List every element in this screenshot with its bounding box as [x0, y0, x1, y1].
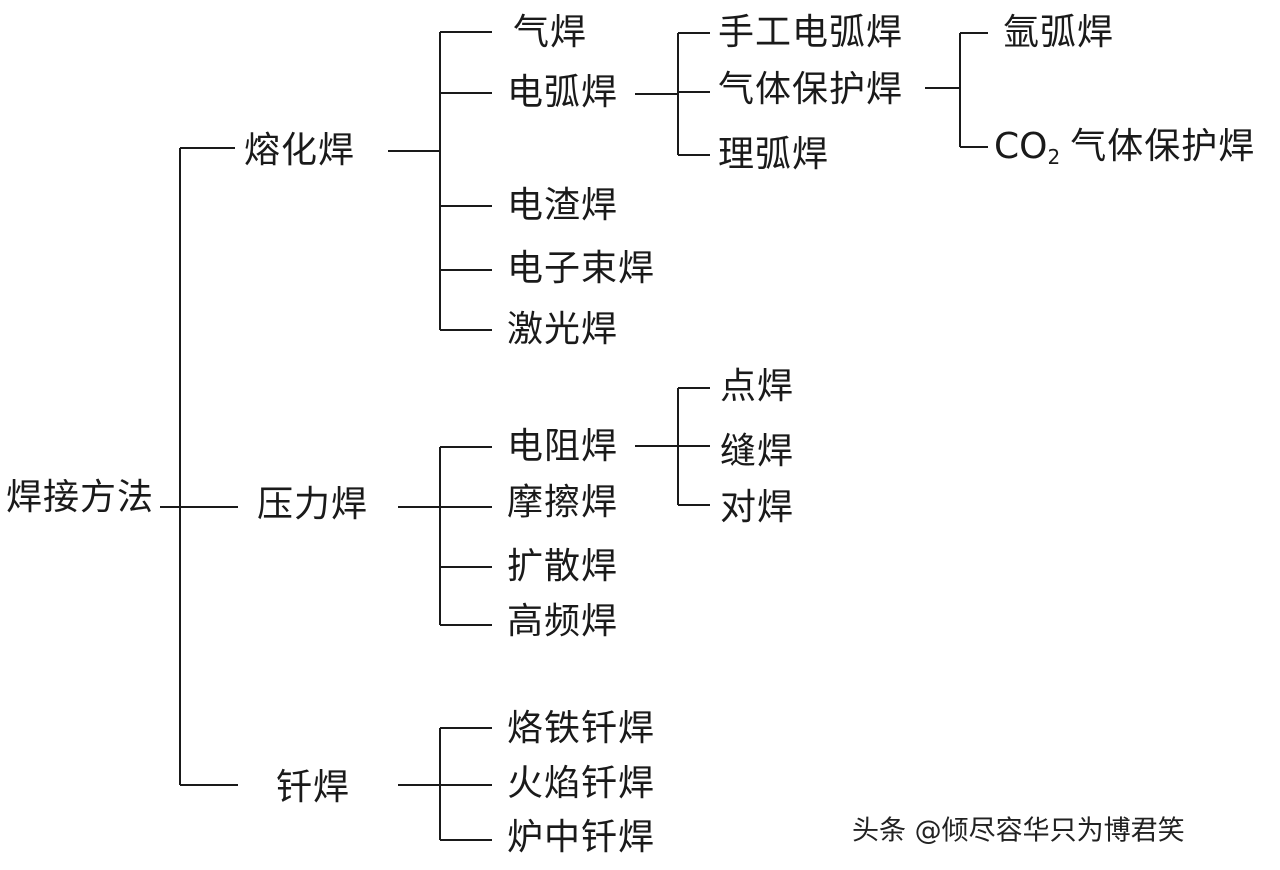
- node-gas-shielded-welding: 气体保护焊: [718, 69, 904, 110]
- node-soldering-iron-brazing: 烙铁钎焊: [507, 708, 656, 749]
- node-submerged-arc-welding: 理弧焊: [718, 134, 830, 175]
- node-argon-arc-welding: 氩弧焊: [1003, 12, 1115, 53]
- co2-suffix: 气体保护焊: [1070, 126, 1256, 167]
- node-fusion-welding: 熔化焊: [244, 130, 356, 171]
- root-node: 焊接方法: [6, 477, 155, 518]
- node-pressure-welding: 压力焊: [257, 484, 369, 525]
- node-diffusion-welding: 扩散焊: [507, 546, 619, 587]
- co2-prefix: CO: [994, 126, 1048, 167]
- co2-subscript: 2: [1047, 145, 1061, 169]
- node-electroslag-welding: 电渣焊: [507, 185, 619, 226]
- node-electron-beam-welding: 电子束焊: [507, 248, 656, 289]
- watermark-text: 头条 @倾尽容华只为博君笑: [852, 815, 1185, 847]
- node-co2-gas-shielded-welding: CO2 气体保护焊: [994, 126, 1256, 169]
- node-high-frequency-welding: 高频焊: [507, 601, 619, 642]
- node-spot-welding: 点焊: [720, 366, 795, 407]
- node-arc-welding: 电弧焊: [507, 72, 619, 113]
- node-laser-welding: 激光焊: [507, 309, 619, 350]
- node-flame-brazing: 火焰钎焊: [507, 763, 656, 804]
- node-friction-welding: 摩擦焊: [507, 482, 619, 523]
- node-furnace-brazing: 炉中钎焊: [507, 817, 656, 858]
- node-brazing: 钎焊: [276, 767, 351, 808]
- node-seam-welding: 缝焊: [720, 431, 795, 472]
- node-resistance-welding: 电阻焊: [507, 426, 619, 467]
- node-gas-welding: 气焊: [513, 12, 588, 53]
- node-manual-arc-welding: 手工电弧焊: [718, 12, 904, 53]
- node-butt-welding: 对焊: [720, 487, 795, 528]
